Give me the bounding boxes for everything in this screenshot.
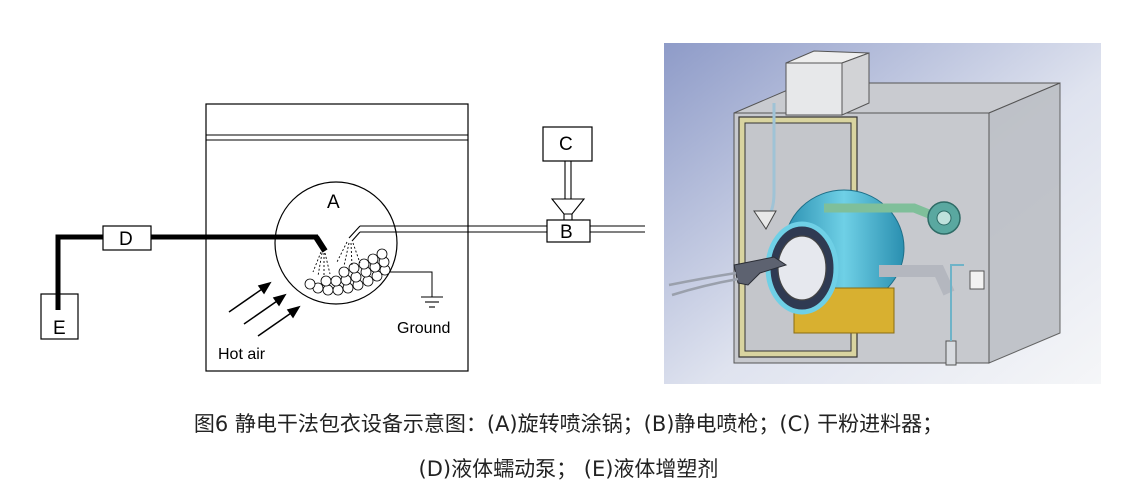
powder-funnel xyxy=(753,210,777,230)
equipment-3d-render xyxy=(664,43,1101,384)
schematic-diagram: E D A B C xyxy=(40,103,645,372)
hot-air-arrows xyxy=(228,281,301,337)
caption-line-2: (D)液体蠕动泵； (E)液体增塑剂 xyxy=(418,457,719,481)
electrostatic-gun-b xyxy=(546,219,591,243)
liquid-line xyxy=(55,234,103,310)
liquid-spray xyxy=(312,251,331,277)
powder-nozzle-a xyxy=(348,225,361,239)
label-c: C xyxy=(559,134,573,155)
tablet-bed xyxy=(304,248,391,296)
liquid-vessel xyxy=(945,340,957,366)
hot-air-label: Hot air xyxy=(218,346,266,363)
label-a: A xyxy=(327,192,340,213)
cabinet-side xyxy=(988,82,1061,364)
top-hopper xyxy=(785,62,843,116)
ground-symbol xyxy=(421,296,443,308)
ground-label: Ground xyxy=(397,320,450,337)
rotating-pan-a xyxy=(274,181,398,305)
blower-hub xyxy=(936,210,952,226)
caption-line-1: 图6 静电干法包衣设备示意图：(A)旋转喷涂锅；(B)静电喷枪；(C) 干粉进料… xyxy=(193,412,944,436)
powder-spray xyxy=(336,241,361,267)
side-box xyxy=(969,270,985,290)
spray-gun xyxy=(733,256,788,286)
ground-wire xyxy=(389,271,433,297)
label-e: E xyxy=(53,318,66,339)
pump-d xyxy=(102,225,152,251)
label-b: B xyxy=(560,222,573,243)
label-d: D xyxy=(119,229,133,250)
gun-hoses xyxy=(668,271,739,297)
liquid-nozzle xyxy=(313,235,328,253)
powder-feeder-c xyxy=(542,126,593,162)
top-hopper-right xyxy=(841,52,870,116)
drum-door xyxy=(777,235,827,301)
powder-nozzle-b xyxy=(351,231,361,242)
liquid-tube xyxy=(950,264,964,341)
exhaust-pipe xyxy=(879,265,955,296)
feeder-hopper xyxy=(550,198,586,215)
coating-chamber xyxy=(205,103,469,372)
